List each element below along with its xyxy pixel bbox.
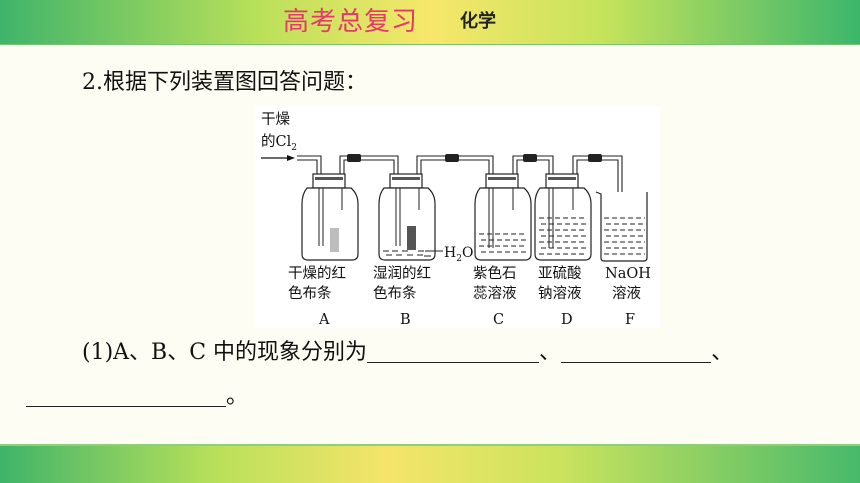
inlet-label-line1: 干燥 (261, 111, 290, 128)
bottle-d-label-line2: 钠溶液 (538, 285, 582, 302)
separator-2: 、 (711, 340, 734, 365)
inlet-arrowhead (287, 155, 295, 161)
bottle-c (474, 173, 532, 261)
answer-blank-b[interactable] (561, 340, 712, 363)
beaker-f (595, 191, 648, 262)
bottle-a-letter: A (318, 312, 330, 328)
bottle-a (301, 173, 359, 261)
inlet-label-line2: 的Cl2 (261, 133, 297, 153)
water-label: H2O (444, 245, 473, 264)
subquestion-line2: 。 (26, 382, 248, 412)
bottle-b-letter: B (400, 312, 411, 328)
header-band: 高考总复习 化学 (0, 0, 860, 45)
bottle-a-label-line1: 干燥的红 (288, 265, 346, 282)
subquestion-text: (1)A、B、C 中的现象分别为 (82, 340, 368, 365)
bottle-c-label-line2: 蕊溶液 (473, 285, 517, 302)
question-title: 2.根据下列装置图回答问题： (82, 70, 367, 95)
bottle-b-label-line1: 湿润的红 (373, 265, 431, 282)
apparatus-svg: 干燥 的Cl2 (261, 111, 651, 328)
footer-band (0, 444, 860, 483)
bottle-b-label-line2: 色布条 (373, 285, 417, 302)
rubber-joints (347, 154, 602, 162)
beaker-f-label-line2: 溶液 (612, 285, 641, 302)
bottle-d-letter: D (561, 312, 573, 328)
bottle-d-label-line1: 亚硫酸 (538, 265, 582, 282)
header-title: 高考总复习 (283, 7, 419, 37)
bottle-a-label-line2: 色布条 (288, 285, 332, 302)
bottle-b (378, 173, 443, 261)
answer-blank-c[interactable] (26, 384, 226, 407)
subquestion-line1: (1)A、B、C 中的现象分别为 、 、 (82, 338, 733, 368)
bottle-c-letter: C (493, 312, 504, 328)
apparatus-diagram: 干燥 的Cl2 (255, 106, 660, 328)
header-subject: 化学 (460, 11, 496, 32)
answer-blank-a[interactable] (367, 340, 540, 363)
beaker-f-label-line1: NaOH (605, 266, 651, 282)
beaker-f-letter: F (625, 312, 635, 328)
line-end: 。 (226, 384, 249, 409)
bottle-c-label-line1: 紫色石 (473, 265, 517, 282)
bottle-d (534, 173, 592, 261)
separator-1: 、 (539, 340, 562, 365)
